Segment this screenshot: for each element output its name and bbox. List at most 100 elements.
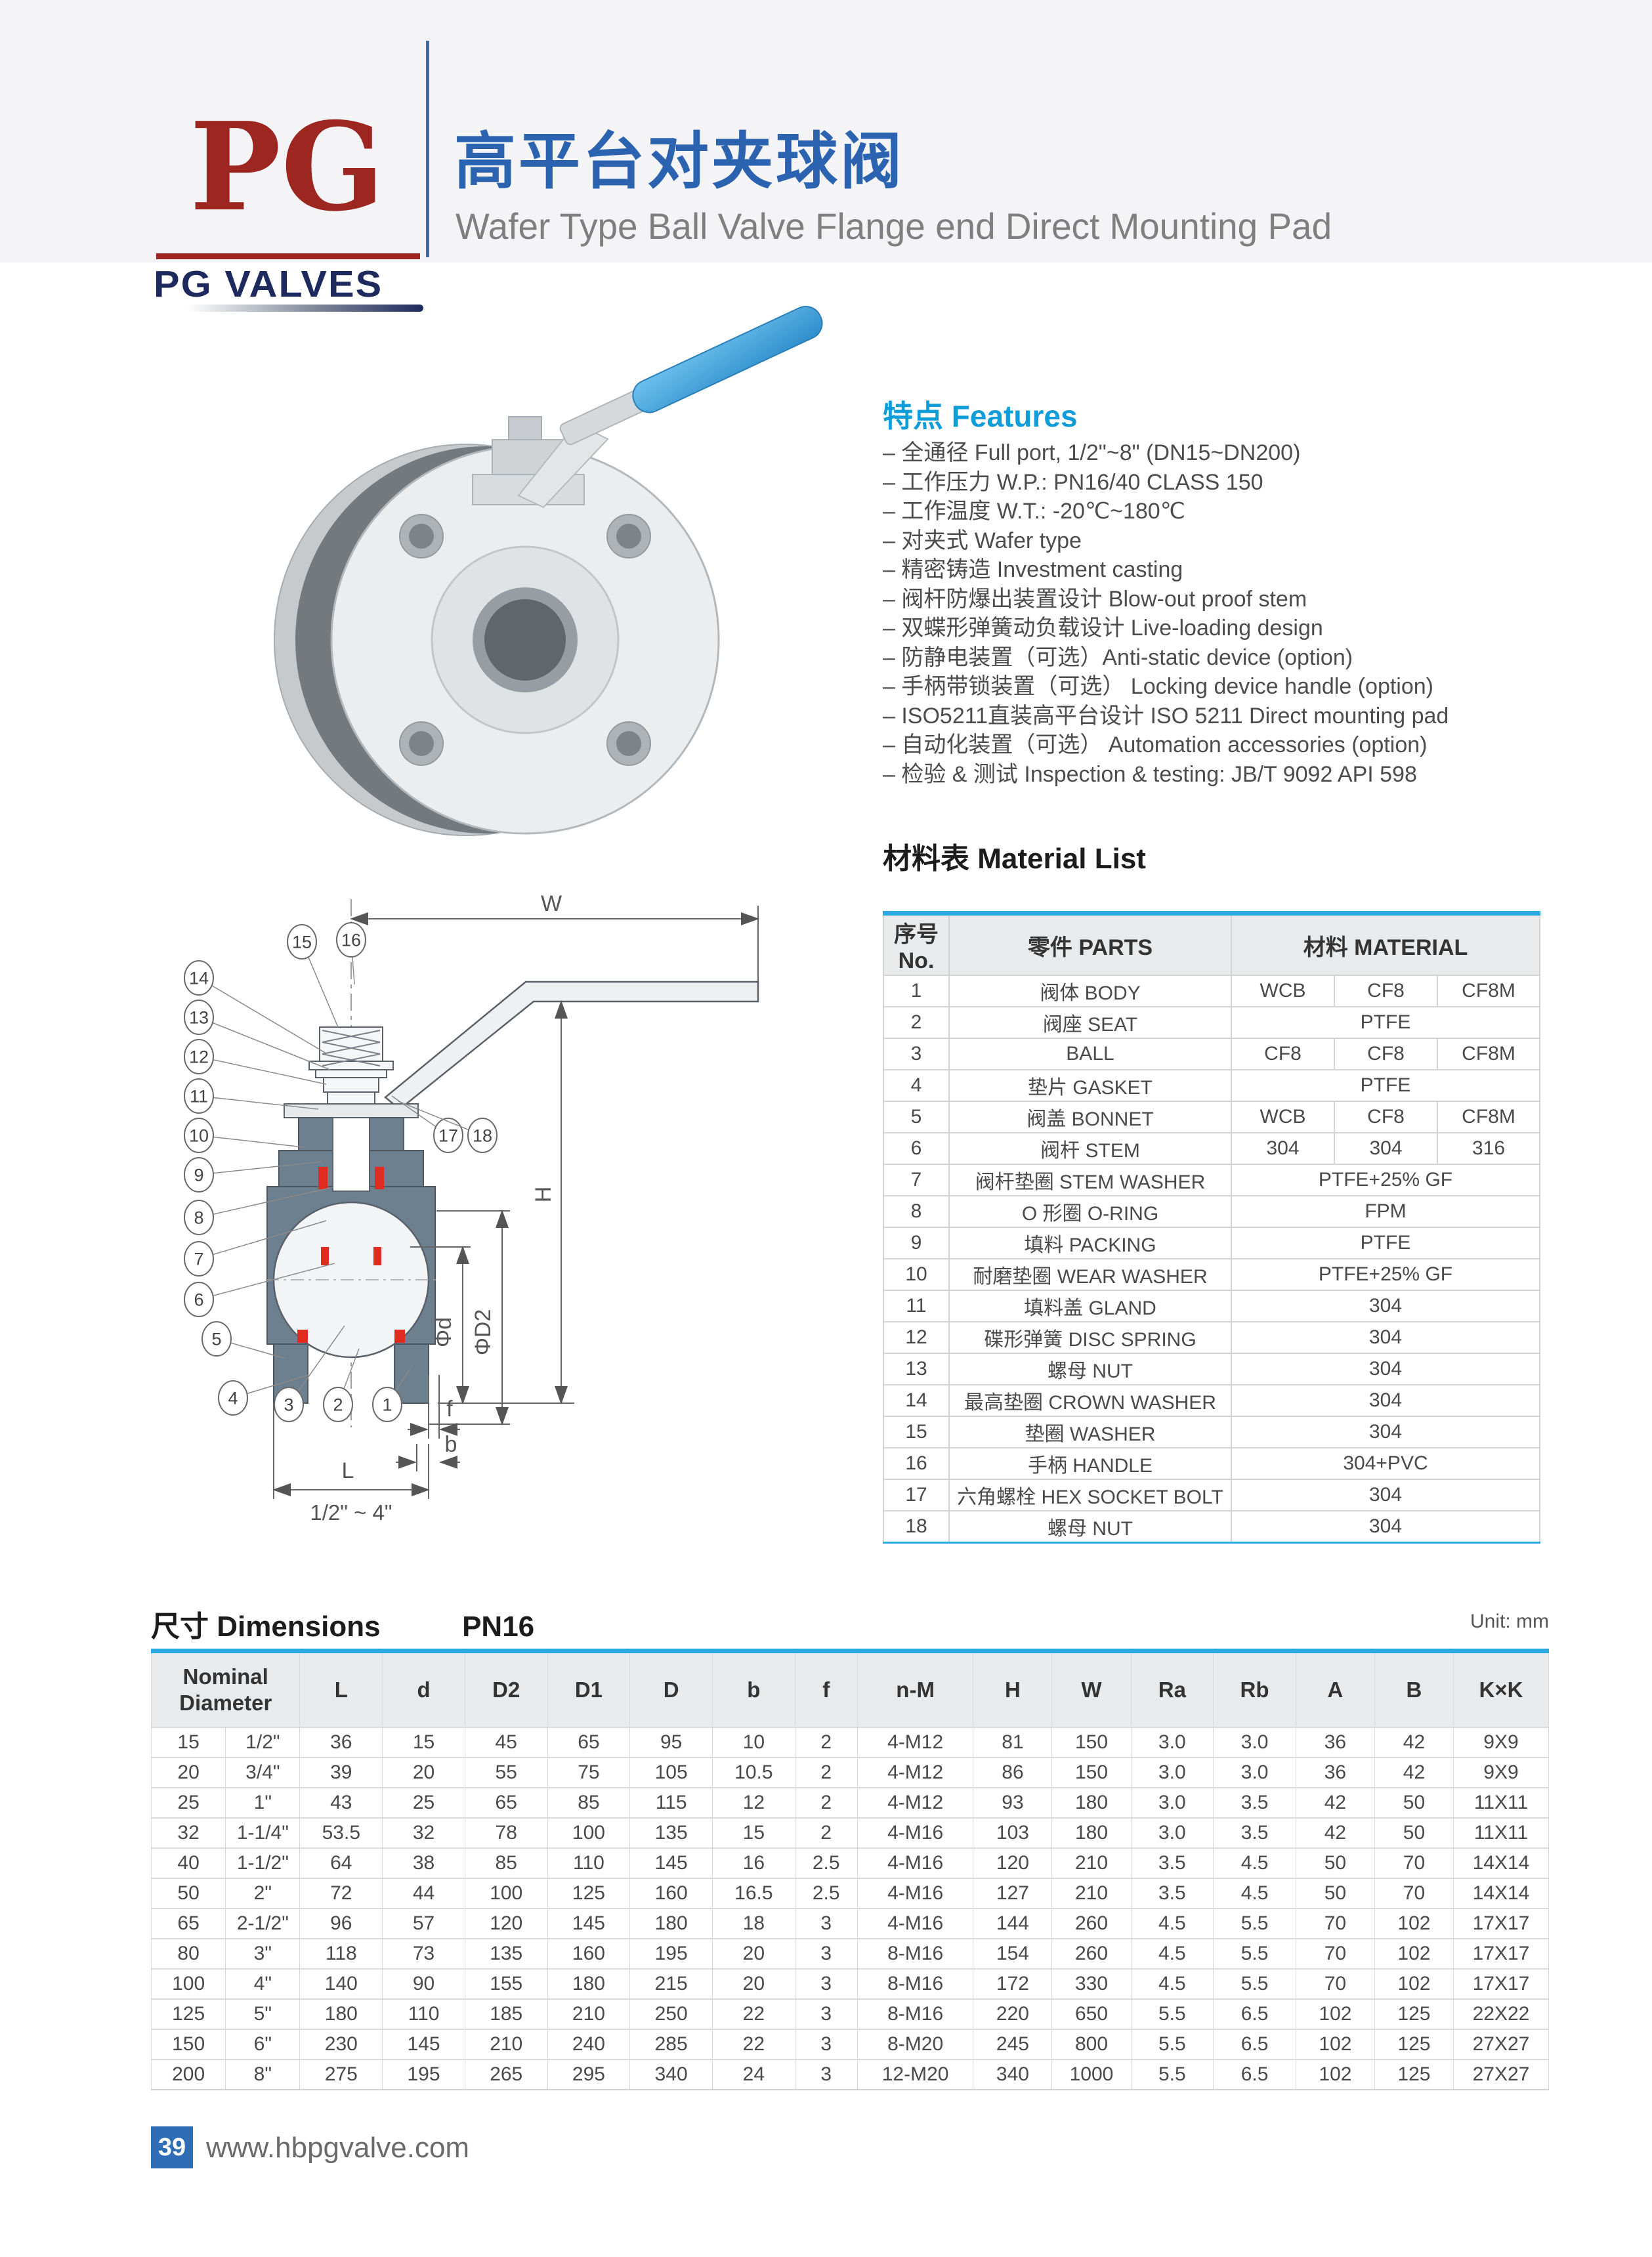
dims-col-header: K×K [1452, 1651, 1550, 1728]
dimension-cell: 150 [1051, 1757, 1132, 1788]
material-value-cell: 304 [1231, 1384, 1540, 1417]
dimension-cell: 1-1/2" [225, 1847, 301, 1878]
callout-leader [198, 1056, 327, 1085]
dimension-cell: 90 [382, 1968, 465, 1999]
dimension-cell: 102 [1374, 1968, 1454, 1999]
dimension-cell: 16.5 [711, 1878, 795, 1909]
material-value-cell: 304 [1231, 1132, 1335, 1165]
material-part-cell: 螺母 NUT [948, 1510, 1232, 1544]
dimension-cell: 96 [299, 1908, 383, 1939]
dimension-cell: 3.5 [1130, 1878, 1214, 1909]
dimension-cell: 2 [794, 1757, 858, 1788]
dimensions-unit-label: Unit: mm [1470, 1611, 1549, 1632]
dimension-cell: 2-1/2" [225, 1908, 301, 1939]
material-part-cell: O 形圈 O-RING [948, 1195, 1232, 1228]
dimension-cell: 220 [973, 1998, 1053, 2029]
dimension-cell: 64 [299, 1847, 383, 1878]
dimension-cell: 5.5 [1213, 1908, 1296, 1939]
dimension-cell: 3.5 [1213, 1787, 1296, 1818]
dimension-cell: 3" [225, 1938, 301, 1969]
dimension-cell: 3.0 [1130, 1757, 1214, 1788]
dimension-cell: 285 [629, 2029, 713, 2059]
feature-item: – 自动化装置（可选） Automation accessories (opti… [883, 732, 1428, 757]
dimension-cell: 85 [547, 1787, 631, 1818]
dimensions-heading: 尺寸 Dimensions PN16 Unit: mm [151, 1603, 1549, 1643]
dimension-cell: 3.0 [1213, 1727, 1296, 1758]
size-range-label: 1/2" ~ 4" [310, 1500, 392, 1525]
dimension-cell: 44 [382, 1878, 465, 1909]
material-no-cell: 1 [883, 975, 950, 1007]
material-no-cell: 5 [883, 1101, 950, 1133]
dimension-cell: 110 [547, 1847, 631, 1878]
dimension-cell: 5.5 [1130, 2029, 1214, 2059]
dimension-cell: 172 [973, 1968, 1053, 1999]
feature-item: – 对夹式 Wafer type [883, 528, 1082, 553]
dimension-cell: 3.5 [1213, 1817, 1296, 1848]
dimension-cell: 27X27 [1452, 2029, 1550, 2059]
callout-leader [198, 1187, 331, 1218]
callout-leader [198, 1161, 322, 1175]
dimension-cell: 3 [794, 1998, 858, 2029]
logo-monogram: PG [189, 95, 385, 238]
dimension-cell: 260 [1051, 1908, 1132, 1939]
dim-label-b: b [445, 1432, 457, 1457]
dimension-cell: 70 [1295, 1908, 1375, 1939]
dimension-cell: 16 [711, 1847, 795, 1878]
dimension-cell: 65 [150, 1908, 226, 1939]
material-no-cell: 11 [883, 1290, 950, 1322]
dimension-cell: 4.5 [1213, 1878, 1296, 1909]
dimension-cell: 115 [629, 1787, 713, 1818]
material-part-cell: 阀杆 STEM [948, 1132, 1232, 1165]
callout-number: 17 [438, 1126, 458, 1145]
dim-b [396, 1444, 460, 1471]
feature-item: – 防静电装置（可选）Anti-static device (option) [883, 644, 1353, 670]
header-divider [426, 41, 429, 257]
dimension-cell: 95 [629, 1727, 713, 1758]
dimension-cell: 4.5 [1130, 1938, 1214, 1969]
material-part-cell: 填料 PACKING [948, 1227, 1232, 1259]
dimension-cell: 57 [382, 1908, 465, 1939]
dim-W [350, 906, 759, 982]
dimension-cell: 50 [1295, 1878, 1375, 1909]
page-number-badge: 39 [151, 2126, 193, 2168]
dimension-cell: 78 [464, 1817, 548, 1848]
dimension-cell: 65 [464, 1787, 548, 1818]
dims-col-header: D [629, 1651, 713, 1728]
dimension-cell: 70 [1374, 1878, 1454, 1909]
callout-bubble [184, 1157, 214, 1192]
dims-col-header: Rb [1213, 1651, 1296, 1728]
page-title-en: Wafer Type Ball Valve Flange end Direct … [455, 205, 1332, 247]
dimension-cell: 50 [1374, 1817, 1454, 1848]
dimension-cell: 154 [973, 1938, 1053, 1969]
material-no-cell: 6 [883, 1132, 950, 1165]
dimension-cell: 8" [225, 2059, 301, 2090]
dimension-cell: 160 [629, 1878, 713, 1909]
dimension-cell: 103 [973, 1817, 1053, 1848]
dimension-cell: 180 [629, 1908, 713, 1939]
dimension-cell: 12 [711, 1787, 795, 1818]
dimension-cell: 18 [711, 1908, 795, 1939]
dimension-cell: 17X17 [1452, 1968, 1550, 1999]
dims-col-header: D2 [464, 1651, 548, 1728]
material-value-cell: WCB [1231, 975, 1335, 1007]
dimension-cell: 3 [794, 1968, 858, 1999]
dimension-cell: 180 [1051, 1817, 1132, 1848]
dimension-cell: 210 [1051, 1878, 1132, 1909]
material-value-cell: 304 [1231, 1353, 1540, 1385]
material-no-cell: 12 [883, 1321, 950, 1354]
dims-col-header: b [711, 1651, 795, 1728]
dimension-cell: 10 [711, 1727, 795, 1758]
dimension-cell: 81 [973, 1727, 1053, 1758]
dimension-cell: 2 [794, 1727, 858, 1758]
